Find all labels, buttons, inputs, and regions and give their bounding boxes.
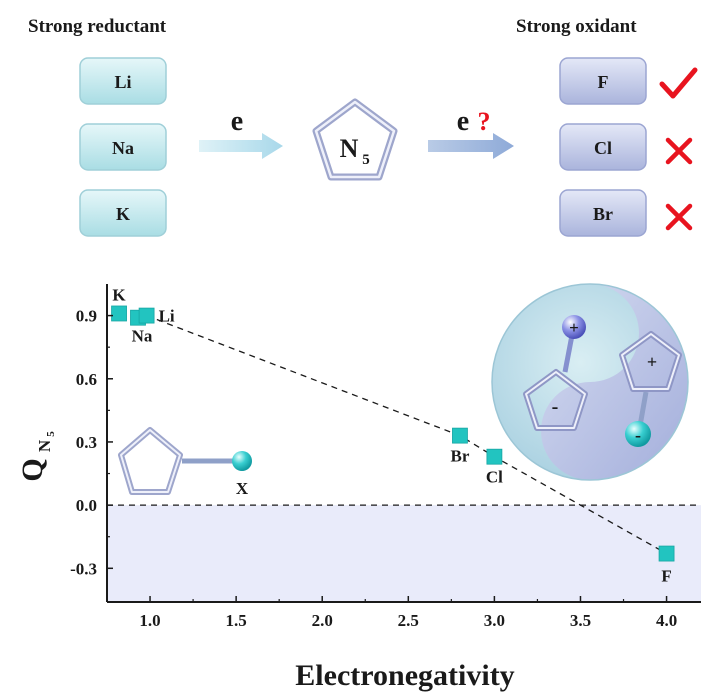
y-tick-label: 0.0	[76, 496, 97, 515]
inset-x-label: X	[236, 479, 249, 498]
oxidant-title: Strong oxidant	[516, 16, 637, 37]
oxidant-pill-br: Br	[559, 189, 647, 237]
inset-decorations: X + - + -	[118, 283, 689, 498]
cation-sign: +	[569, 318, 579, 337]
point-label: F	[661, 567, 671, 586]
reductant-pill-k: K	[79, 189, 167, 237]
oxidant-label: F	[598, 72, 609, 92]
reductant-label: Li	[114, 72, 131, 92]
reaction-scheme: Strong reductant Strong oxidant Li Na K …	[28, 16, 698, 237]
data-point	[452, 427, 468, 444]
anion-sign: -	[635, 425, 641, 445]
point-label: Li	[159, 307, 175, 326]
question-mark: ?	[478, 107, 491, 136]
data-point	[486, 448, 503, 465]
x-tick-label: 3.0	[484, 611, 505, 630]
scatter-chart: X + - + -	[16, 283, 701, 692]
reductant-label: Na	[112, 138, 134, 158]
cross-icon	[665, 137, 693, 165]
arrow-right-icon	[428, 133, 514, 159]
reductant-pill-li: Li	[79, 57, 167, 105]
anion-sign: -	[552, 396, 559, 418]
y-axis-title-sub: N	[35, 439, 54, 452]
check-icon	[659, 67, 698, 99]
x-tick-label: 2.0	[312, 611, 333, 630]
data-point	[111, 305, 127, 322]
point-label: K	[112, 285, 126, 304]
x-tick-label: 4.0	[656, 611, 677, 630]
ion-pair-illustration: + - + -	[491, 283, 689, 481]
x-tick-label: 1.5	[226, 611, 247, 630]
point-label: Na	[132, 327, 153, 346]
ring-subscript: 5	[362, 152, 370, 168]
electron-label-right: e	[457, 106, 469, 137]
negative-region	[107, 505, 701, 602]
x-tick-label: 3.5	[570, 611, 591, 630]
y-tick-label: 0.6	[76, 370, 97, 389]
point-label: Cl	[486, 468, 503, 487]
ring-label: N	[340, 134, 359, 163]
x-axis-title: Electronegativity	[295, 659, 514, 692]
cross-icon	[665, 203, 693, 231]
oxidant-label: Cl	[594, 138, 612, 158]
pentazole-ring-icon	[312, 98, 398, 181]
y-axis-title-main: Q	[16, 458, 49, 481]
y-axis-title-subsub: 5	[45, 431, 57, 437]
cation-sign: +	[647, 352, 657, 372]
data-point	[658, 545, 675, 562]
oxidant-label: Br	[593, 204, 613, 224]
electron-label-left: e	[231, 106, 243, 137]
point-label: Br	[451, 447, 470, 466]
data-point	[138, 307, 155, 324]
reductant-label: K	[116, 204, 130, 224]
y-tick-label: 0.3	[76, 433, 97, 452]
x-tick-label: 2.5	[398, 611, 419, 630]
reductant-title: Strong reductant	[28, 16, 167, 37]
x-tick-label: 1.0	[139, 611, 160, 630]
trend-line	[146, 314, 667, 555]
y-tick-label: -0.3	[70, 559, 97, 578]
reductant-pill-na: Na	[79, 123, 167, 171]
y-tick-label: 0.9	[76, 307, 97, 326]
oxidant-pill-f: F	[559, 57, 647, 105]
oxidant-pill-cl: Cl	[559, 123, 647, 171]
n5x-molecule-icon	[118, 427, 252, 495]
y-axis-title: Q N 5	[16, 431, 57, 482]
arrow-right-icon	[199, 133, 283, 159]
